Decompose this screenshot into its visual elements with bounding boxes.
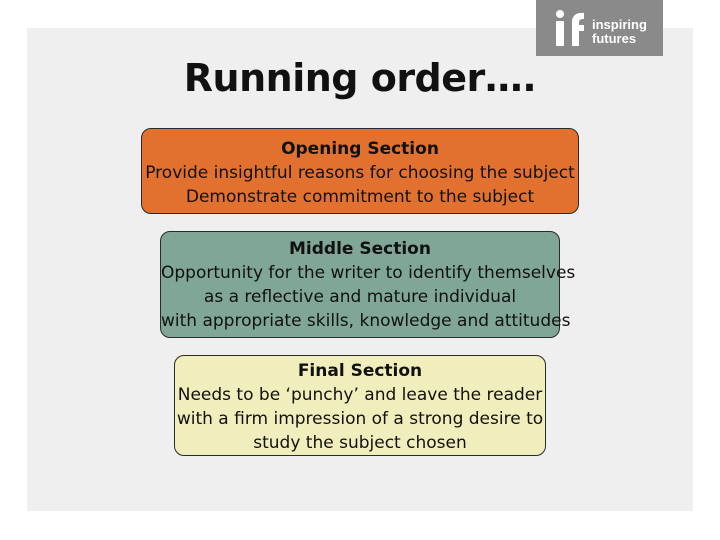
final-section-heading: Final Section (297, 361, 423, 381)
opening-section-line: Provide insightful reasons for choosing … (145, 163, 575, 183)
logo-line-2: futures (592, 31, 637, 46)
middle-section-line: with appropriate skills, knowledge and a… (161, 311, 571, 331)
final-section-line: with a firm impression of a strong desir… (176, 409, 544, 429)
middle-section-line: as a reflective and mature individual (203, 287, 517, 307)
opening-section-line: Demonstrate commitment to the subject (185, 187, 535, 207)
final-section-line: Needs to be ‘punchy’ and leave the reade… (177, 385, 543, 405)
middle-section-heading: Middle Section (289, 239, 431, 259)
page-title: Running order…. (183, 56, 537, 100)
opening-section-box: Opening Section Provide insightful reaso… (141, 128, 579, 214)
final-section-line: study the subject chosen (253, 433, 467, 453)
inspiring-futures-logo: inspiring futures (536, 0, 663, 56)
logo-text: inspiring futures (592, 18, 647, 46)
opening-section-heading: Opening Section (281, 139, 439, 159)
middle-section-box: Middle Section Opportunity for the write… (160, 231, 576, 338)
logo-line-1: inspiring (592, 17, 647, 32)
middle-section-line: Opportunity for the writer to identify t… (161, 263, 576, 283)
if-logo-icon (556, 10, 584, 46)
final-section-box: Final Section Needs to be ‘punchy’ and l… (174, 355, 546, 456)
